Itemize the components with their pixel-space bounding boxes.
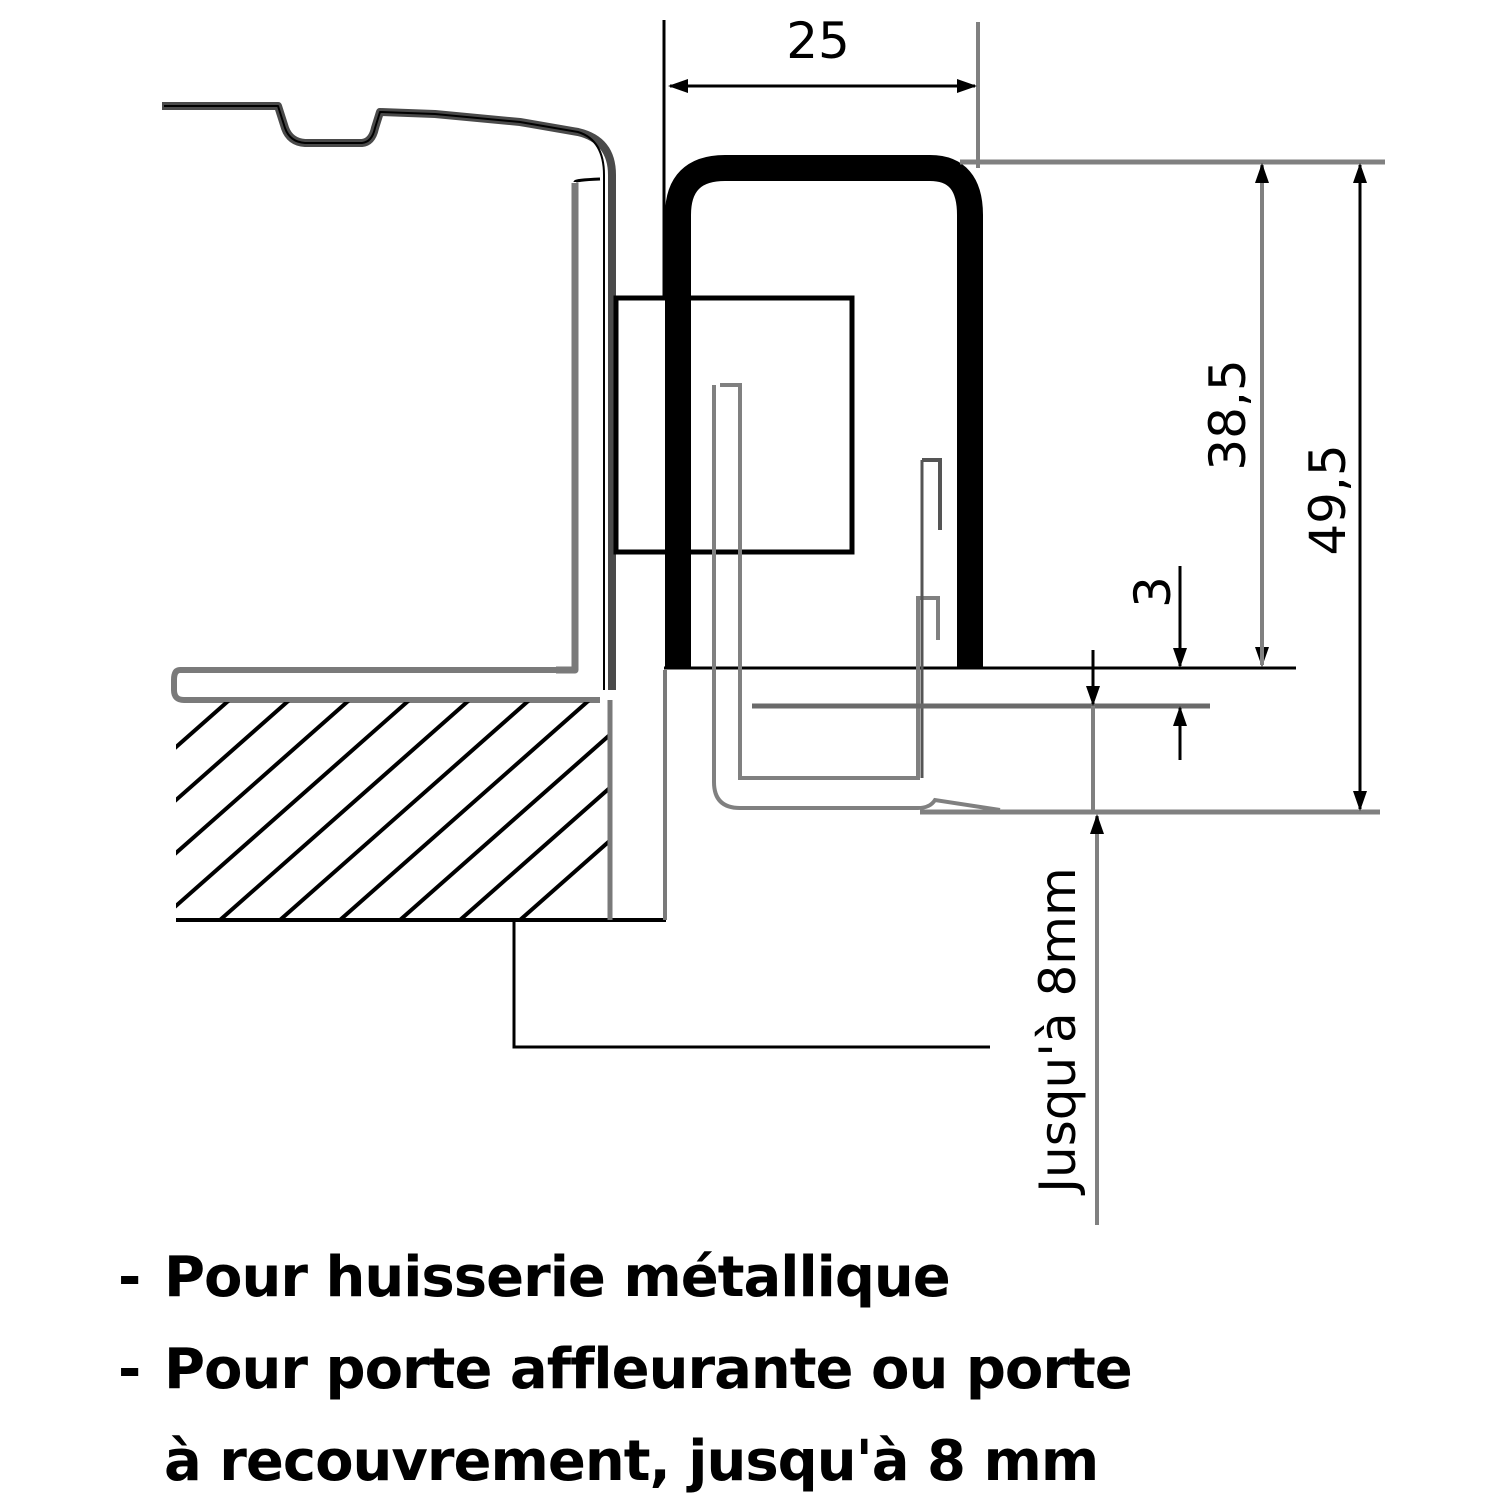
u-seal-profile bbox=[665, 155, 983, 668]
note-item-2: -Pour porte affleurante ou porte bbox=[118, 1337, 1133, 1402]
dimension-gap-label: 3 bbox=[1124, 576, 1182, 608]
dimension-total-height: 49,5 bbox=[1299, 163, 1367, 811]
dimension-total-height-label: 49,5 bbox=[1299, 444, 1357, 555]
dimension-overlap: Jusqu'à 8mm bbox=[1029, 650, 1104, 1225]
wall-hatched-section bbox=[176, 700, 666, 922]
dimension-gap: 3 bbox=[1124, 566, 1187, 760]
metal-frame-profile bbox=[162, 102, 616, 703]
dimension-inner-height-label: 38,5 bbox=[1199, 359, 1257, 470]
inner-clip bbox=[712, 383, 1380, 815]
dimension-width: 25 bbox=[668, 12, 980, 168]
mounting-block bbox=[613, 295, 855, 555]
dimension-width-label: 25 bbox=[786, 12, 850, 70]
door-leaf bbox=[662, 20, 667, 920]
note-item-1: -Pour huisserie métallique bbox=[118, 1245, 951, 1310]
leader-line bbox=[512, 922, 990, 1049]
note-item-3: à recouvrement, jusqu'à 8 mm bbox=[164, 1429, 1099, 1494]
notes-list: -Pour huisserie métallique -Pour porte a… bbox=[118, 1232, 1318, 1508]
dimension-overlap-label: Jusqu'à 8mm bbox=[1029, 867, 1087, 1195]
dimension-inner-height: 38,5 bbox=[1199, 163, 1269, 667]
